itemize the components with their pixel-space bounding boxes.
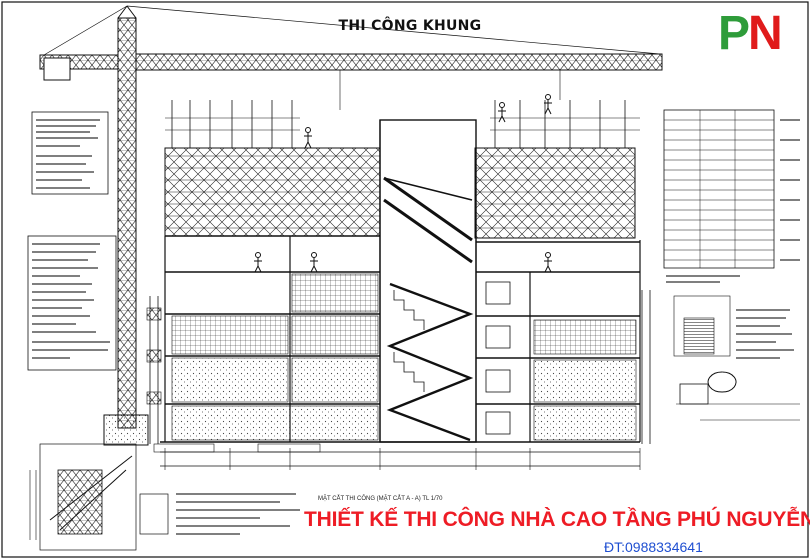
floor-elevation — [663, 109, 800, 283]
notes-right — [673, 295, 800, 421]
building-section — [146, 100, 651, 470]
logo-letter-p: P — [718, 7, 750, 60]
tower-crane — [39, 5, 663, 446]
drawing-title: THI CÔNG KHUNG — [338, 18, 482, 34]
worker-figures — [254, 94, 552, 273]
notes-left — [27, 111, 117, 371]
pn-logo: PN — [718, 8, 786, 60]
section-caption: MẶT CẮT THI CÔNG (MẶT CẮT A - A) TL 1/70 — [318, 496, 443, 502]
company-banner: THIẾT KẾ THI CÔNG NHÀ CAO TẦNG PHÚ NGUYỄ… — [304, 508, 810, 531]
phone-number: ĐT:0988334641 — [604, 539, 703, 555]
detail-drawings — [29, 443, 300, 551]
logo-letter-n: N — [748, 7, 783, 60]
